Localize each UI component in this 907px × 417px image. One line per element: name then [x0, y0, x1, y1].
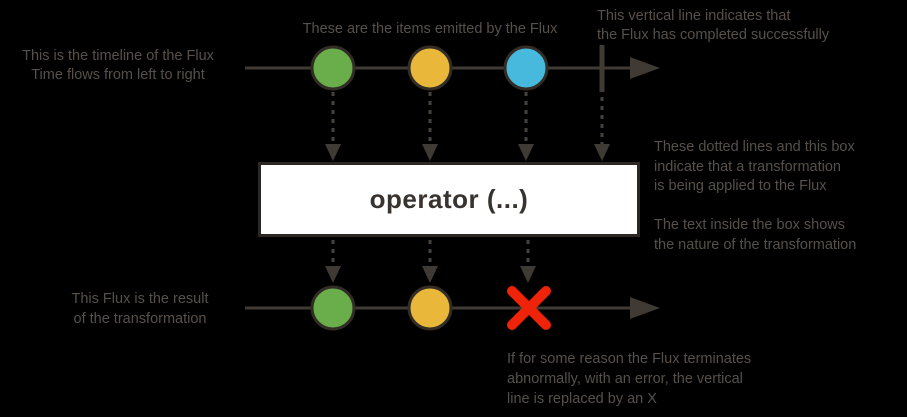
note-transformation: These dotted lines and this box indicate…: [654, 139, 857, 253]
down-arrowhead-icon: [325, 144, 341, 161]
down-arrowhead-icon: [594, 144, 610, 161]
down-arrowhead-icon: [422, 144, 438, 161]
result-marble-green: [310, 285, 356, 331]
result-marble-yellow: [407, 285, 453, 331]
note-result: This Flux is the result of the transform…: [71, 291, 209, 327]
source-marble-yellow: [407, 45, 453, 91]
note-items-emitted: These are the items emitted by the Flux: [302, 21, 558, 37]
down-arrowhead-icon: [520, 266, 536, 283]
error-x-stroke: [507, 286, 551, 330]
down-arrowhead-icon: [518, 144, 534, 161]
note-error: If for some reason the Flux terminates a…: [507, 351, 752, 407]
operator-box: operator (...): [258, 162, 640, 237]
result-timeline-arrowhead-icon: [630, 297, 660, 319]
source-marble-green: [310, 45, 356, 91]
error-x-icon: [507, 286, 551, 330]
down-arrowhead-icon: [422, 266, 438, 283]
source-timeline-arrowhead-icon: [630, 57, 660, 79]
down-arrowhead-icon: [325, 266, 341, 283]
operator-label: operator (...): [369, 184, 529, 214]
note-complete: This vertical line indicates that the Fl…: [597, 8, 830, 43]
source-marble-blue: [503, 45, 549, 91]
note-timeline: This is the timeline of the Flux Time fl…: [22, 48, 214, 83]
